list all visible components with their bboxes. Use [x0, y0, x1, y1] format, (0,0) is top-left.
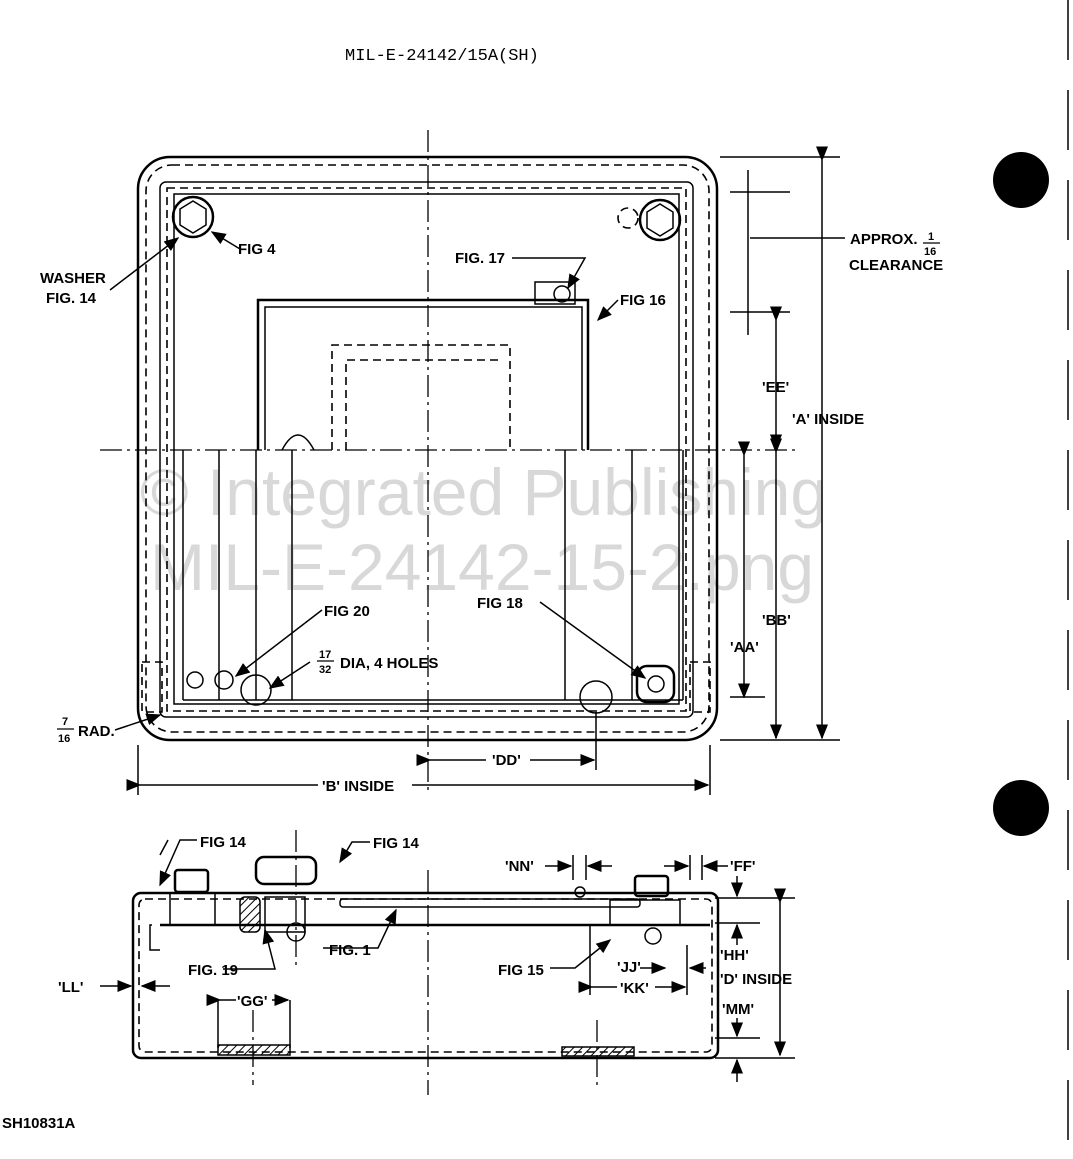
label-holes-frac-num: 17: [319, 649, 331, 661]
label-dd: 'DD': [492, 752, 521, 769]
watermark-line1: © Integrated Publishing: [140, 455, 827, 529]
label-a-inside: 'A' INSIDE: [792, 411, 864, 428]
label-ff: 'FF': [730, 858, 755, 875]
label-washer: WASHER: [40, 270, 106, 287]
label-fig17: FIG. 17: [455, 250, 505, 267]
document-title: MIL-E-24142/15A(SH): [345, 47, 539, 66]
label-approx-frac-num: 1: [928, 231, 934, 243]
label-approx: APPROX.: [850, 231, 918, 248]
label-rad-frac-num: 7: [62, 716, 68, 728]
label-clearance: CLEARANCE: [849, 257, 943, 274]
section-view: [100, 830, 795, 1095]
label-fig14-left: FIG 14: [200, 834, 247, 851]
label-ee: 'EE': [762, 379, 789, 396]
label-approx-frac-den: 16: [924, 246, 936, 258]
binder-hole-bottom: [993, 780, 1049, 836]
plan-view: [100, 130, 845, 795]
label-holes-frac-den: 32: [319, 664, 331, 676]
label-fig15: FIG 15: [498, 962, 544, 979]
label-gg: 'GG': [237, 993, 267, 1010]
label-ll: 'LL': [58, 979, 83, 996]
label-bb: 'BB': [762, 612, 791, 629]
binder-hole-top: [993, 152, 1049, 208]
label-nn: 'NN': [505, 858, 534, 875]
label-fig4: FIG 4: [238, 241, 276, 258]
label-d-inside: 'D' INSIDE: [720, 971, 792, 988]
label-aa: 'AA': [730, 639, 759, 656]
watermark-line2: MIL-E-24142-15-2.png: [150, 530, 814, 604]
label-holes: DIA, 4 HOLES: [340, 655, 438, 672]
label-fig1: FIG. 1: [329, 942, 371, 959]
label-fig18: FIG 18: [477, 595, 523, 612]
label-b-inside: 'B' INSIDE: [322, 778, 394, 795]
label-hh: 'HH': [720, 947, 749, 964]
label-rad: RAD.: [78, 723, 115, 740]
label-jj: 'JJ': [617, 959, 641, 976]
drawing-id: SH10831A: [2, 1115, 76, 1132]
label-mm: 'MM': [722, 1001, 754, 1018]
label-fig16: FIG 16: [620, 292, 666, 309]
label-rad-frac-den: 16: [58, 733, 70, 745]
label-kk: 'KK': [620, 980, 649, 997]
label-fig19: FIG. 19: [188, 962, 238, 979]
label-fig14-right: FIG 14: [373, 835, 420, 852]
label-washer-fig14: FIG. 14: [46, 290, 97, 307]
label-fig20: FIG 20: [324, 603, 370, 620]
